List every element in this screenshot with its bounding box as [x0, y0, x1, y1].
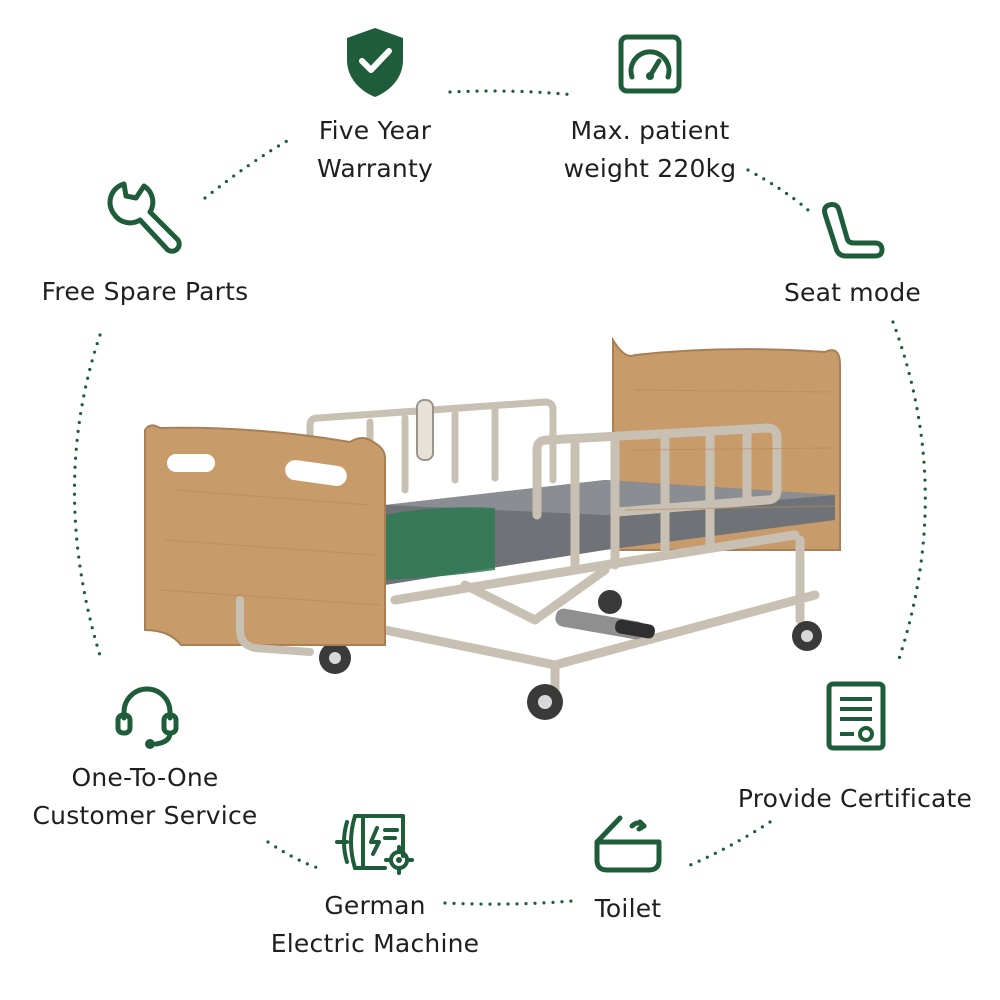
- casters: [319, 590, 822, 720]
- certificate-icon: [826, 681, 886, 751]
- feature-toilet-label: Toilet: [594, 894, 662, 923]
- toilet-icon: [594, 815, 662, 873]
- electric-motor-icon: [335, 814, 414, 875]
- gauge-icon: [618, 34, 682, 94]
- feature-spare-label: Free Spare Parts: [41, 277, 249, 306]
- seat-icon: [822, 202, 885, 259]
- shield-check-icon: [347, 28, 403, 97]
- feature-seat-label: Seat mode: [783, 278, 922, 307]
- feature-certificate-label: Provide Certificate: [737, 784, 973, 813]
- headset-icon: [115, 686, 179, 749]
- wrench-icon: [107, 181, 182, 254]
- electric-nursing-bed-image: [144, 336, 841, 720]
